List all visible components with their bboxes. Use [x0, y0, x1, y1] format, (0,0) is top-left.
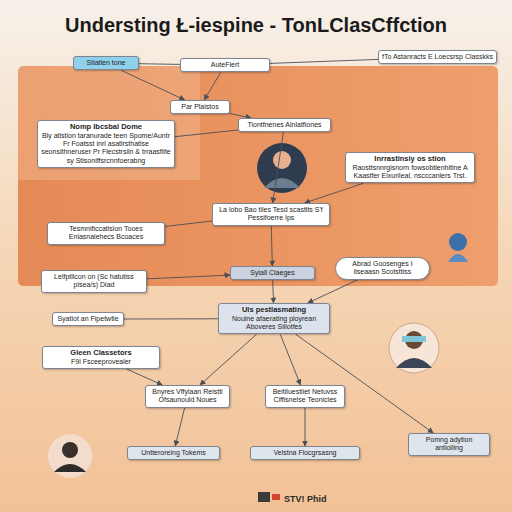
process-box: La lobo Bao tiles Tesd scastlts S'f Pess… — [212, 203, 330, 226]
box-text: Bly atlstion taranurade teen Spome/Auntr… — [41, 132, 171, 165]
box-heading: Gleen Classetors — [46, 349, 156, 358]
connector-line — [204, 72, 221, 100]
connector-line — [271, 226, 272, 267]
connector-line — [273, 132, 284, 203]
footer-label: STV! Phid — [284, 494, 327, 504]
box-text: Abrad Goosenges I liseaasn Scotsttiss — [339, 260, 426, 277]
box-text: Beitiluestiiet Netuvss Ciffisnelse Teoni… — [269, 388, 341, 405]
diagram-title: Understing Ł-iespine - TonLClasCffction — [0, 14, 512, 37]
process-box: Syatiot an Fipetwtle — [52, 312, 124, 326]
orange-band — [18, 66, 498, 286]
person-avatar — [48, 434, 92, 478]
box-text: Lelfptlicon on (Sc hatutiss pisea/s) Dia… — [45, 273, 143, 290]
box-heading: Nomp Ibcsbal Dome — [41, 123, 171, 132]
band-highlight — [18, 66, 200, 180]
connector-line — [305, 408, 306, 447]
connector-line — [272, 280, 274, 303]
box-text: F9l Fsceeprovealer — [46, 358, 156, 366]
box-text: Untteroreing Tokems — [131, 449, 216, 457]
box-heading: Inrrastinsiy os stion — [349, 155, 471, 164]
connector-line — [139, 63, 180, 65]
process-box: Syiall Claeges — [230, 266, 315, 280]
box-text: Par Plaistos — [174, 103, 226, 111]
box-text: La lobo Bao tiles Tesd scastlts S'f Pess… — [216, 206, 326, 223]
connector-line — [270, 59, 378, 63]
box-text: Syiall Claeges — [234, 269, 311, 277]
person-icon — [448, 233, 468, 262]
connector-line — [175, 130, 238, 137]
process-box: Abrad Goosenges I liseaasn Scotsttiss — [335, 257, 430, 280]
box-text: Nouine afaerating ployrean Aboveres Siii… — [222, 315, 326, 332]
box-text: Velstna Flocgrsasng — [254, 449, 356, 457]
process-box: Stiatlen tone — [73, 56, 139, 70]
connector-line — [296, 334, 434, 433]
box-text: Bnyres Vffylaan Reistti Ofsaunould Noues — [149, 388, 226, 405]
box-heading: Uls pestlasmating — [222, 306, 326, 315]
process-box: Gleen ClassetorsF9l Fsceeprovealer — [42, 346, 160, 369]
box-text: Tesmnificcatision Tooes Eniasnalehecs Bc… — [51, 225, 161, 242]
connector-line — [200, 334, 257, 385]
connector-line — [308, 280, 359, 304]
process-box: Nomp Ibcsbal DomeBly atlstion taranurade… — [37, 120, 175, 168]
connector-line — [124, 318, 218, 319]
process-box: Par Plaistos — [170, 100, 230, 114]
process-box: Untteroreing Tokems — [127, 446, 220, 460]
process-box: Inrrastinsiy os stionRaosttsnnrgisnorn f… — [345, 152, 475, 183]
connector-line — [147, 275, 230, 279]
logo-mark — [258, 492, 280, 502]
box-text: Stiatlen tone — [77, 59, 135, 67]
process-box: Pomng adytion antiolling — [408, 433, 490, 456]
process-box: Bnyres Vffylaan Reistti Ofsaunould Noues — [145, 385, 230, 408]
process-box: Velstna Flocgrsasng — [250, 446, 360, 460]
box-text: Syatiot an Fipetwtle — [56, 315, 120, 323]
process-box: AuteFiert — [180, 58, 270, 72]
process-box: Uls pestlasmatingNouine afaerating ployr… — [218, 303, 330, 334]
process-box: Tiontfnenes Alnlatfiones — [238, 118, 331, 132]
box-text: fTo Astanracts E Loecsrsp Classkks — [382, 53, 493, 61]
process-box: Tesmnificcatision Tooes Eniasnalehecs Bc… — [47, 222, 165, 245]
box-text: Tiontfnenes Alnlatfiones — [242, 121, 327, 129]
box-text: AuteFiert — [184, 61, 266, 69]
box-text: Raosttsnnrgisnorn fowsobtlenhitlne A Kaa… — [349, 164, 471, 181]
person-avatar — [389, 323, 439, 373]
process-box: fTo Astanracts E Loecsrsp Classkks — [378, 50, 497, 64]
connector-line — [175, 408, 184, 447]
process-box: Lelfptlicon on (Sc hatutiss pisea/s) Dia… — [41, 270, 147, 293]
connector-line — [165, 221, 212, 227]
connector-line — [305, 183, 364, 203]
person-avatar — [257, 143, 307, 193]
connector-line — [121, 70, 185, 100]
connector-line — [127, 369, 163, 385]
process-box: Beitiluestiiet Netuvss Ciffisnelse Teoni… — [265, 385, 345, 408]
box-text: Pomng adytion antiolling — [412, 436, 486, 453]
connector-line — [280, 334, 300, 385]
